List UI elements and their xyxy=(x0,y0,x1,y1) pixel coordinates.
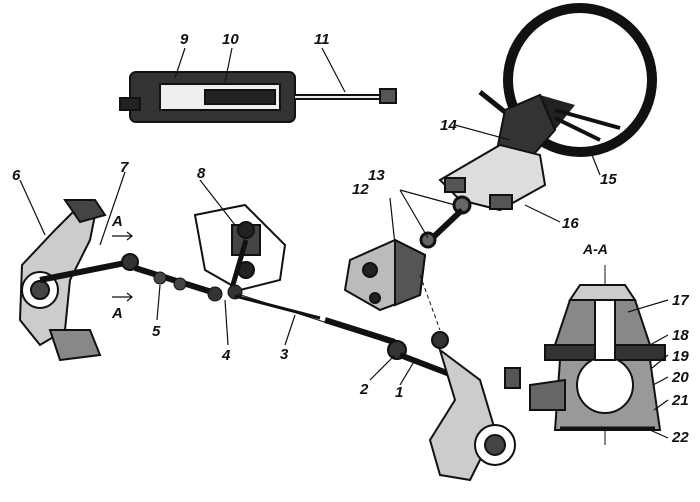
label-2: 2 xyxy=(360,381,369,398)
section-ball-joint xyxy=(529,265,666,445)
label-8: 8 xyxy=(197,165,206,182)
label-21: 21 xyxy=(672,392,689,409)
left-steering-knuckle xyxy=(18,199,139,362)
section-marker-top: A xyxy=(112,213,123,230)
label-12: 12 xyxy=(352,181,369,198)
label-4: 4 xyxy=(222,347,231,364)
label-19: 19 xyxy=(672,348,689,365)
label-17: 17 xyxy=(672,292,689,309)
pendulum-arm xyxy=(193,203,287,296)
label-1: 1 xyxy=(395,384,404,401)
label-15: 15 xyxy=(600,171,617,188)
label-7: 7 xyxy=(120,159,129,176)
leader-lines xyxy=(19,47,669,439)
label-20: 20 xyxy=(672,369,689,386)
label-16: 16 xyxy=(562,215,579,232)
column-bracket xyxy=(438,93,557,212)
label-14: 14 xyxy=(440,117,457,134)
section-marker-bottom: A xyxy=(112,305,123,322)
section-title: A-A xyxy=(583,241,608,257)
label-22: 22 xyxy=(672,429,689,446)
label-11: 11 xyxy=(314,31,330,48)
label-3: 3 xyxy=(280,346,289,363)
label-10: 10 xyxy=(222,31,239,48)
steering-gearbox xyxy=(343,238,427,312)
label-5: 5 xyxy=(152,323,161,340)
intermediate-shaft xyxy=(419,195,472,249)
label-13: 13 xyxy=(368,167,385,184)
label-6: 6 xyxy=(12,167,21,184)
tie-rods xyxy=(134,265,396,346)
right-steering-knuckle xyxy=(387,274,521,482)
label-9: 9 xyxy=(180,31,189,48)
upper-column-assembly xyxy=(119,71,397,123)
label-18: 18 xyxy=(672,327,689,344)
